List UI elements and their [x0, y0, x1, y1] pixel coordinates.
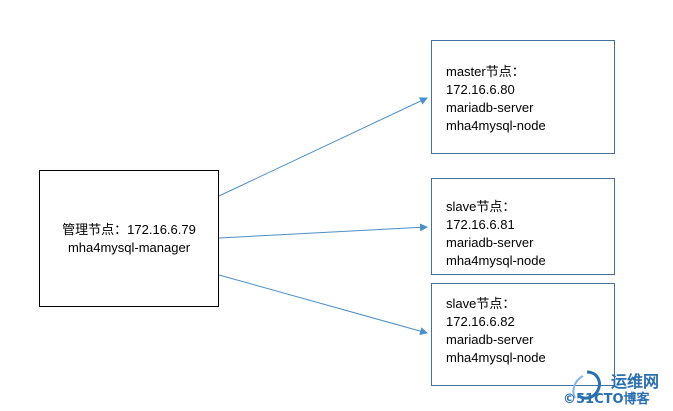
slave2-node-label: slave节点： [446, 296, 516, 311]
manager-node-box: 管理节点：172.16.6.79 mha4mysql-manager [39, 170, 219, 307]
watermark-site-name: 运维网 [611, 372, 660, 391]
slave2-node-software: mha4mysql-node [446, 350, 546, 365]
arrow-to-master [218, 97, 428, 197]
manager-node-label: 管理节点：172.16.6.79 [62, 221, 196, 237]
manager-node-software: mha4mysql-manager [67, 239, 191, 255]
watermark-blog-name: ©51CTO博客 [563, 392, 650, 407]
arrow-to-slave1 [218, 223, 428, 239]
master-node-label: master节点： [446, 64, 525, 79]
slave1-node-box: slave节点： 172.16.6.81 mariadb-server mha4… [431, 178, 615, 275]
master-node-software: mha4mysql-node [446, 118, 546, 133]
watermark: 运维网 ©51CTO博客 [563, 368, 669, 408]
master-node-db: mariadb-server [446, 100, 534, 115]
slave1-node-label: slave节点： [446, 199, 516, 214]
arrow-to-slave2 [218, 274, 428, 335]
slave2-node-ip: 172.16.6.82 [446, 314, 515, 329]
slave1-node-ip: 172.16.6.81 [446, 217, 515, 232]
slave2-node-db: mariadb-server [446, 332, 534, 347]
master-node-box: master节点： 172.16.6.80 mariadb-server mha… [431, 40, 615, 154]
watermark-logo-icon [572, 370, 601, 400]
slave2-node-box: slave节点： 172.16.6.82 mariadb-server mha4… [431, 283, 615, 386]
slave1-node-db: mariadb-server [446, 235, 534, 250]
master-node-ip: 172.16.6.80 [446, 82, 515, 97]
slave1-node-software: mha4mysql-node [446, 253, 546, 268]
